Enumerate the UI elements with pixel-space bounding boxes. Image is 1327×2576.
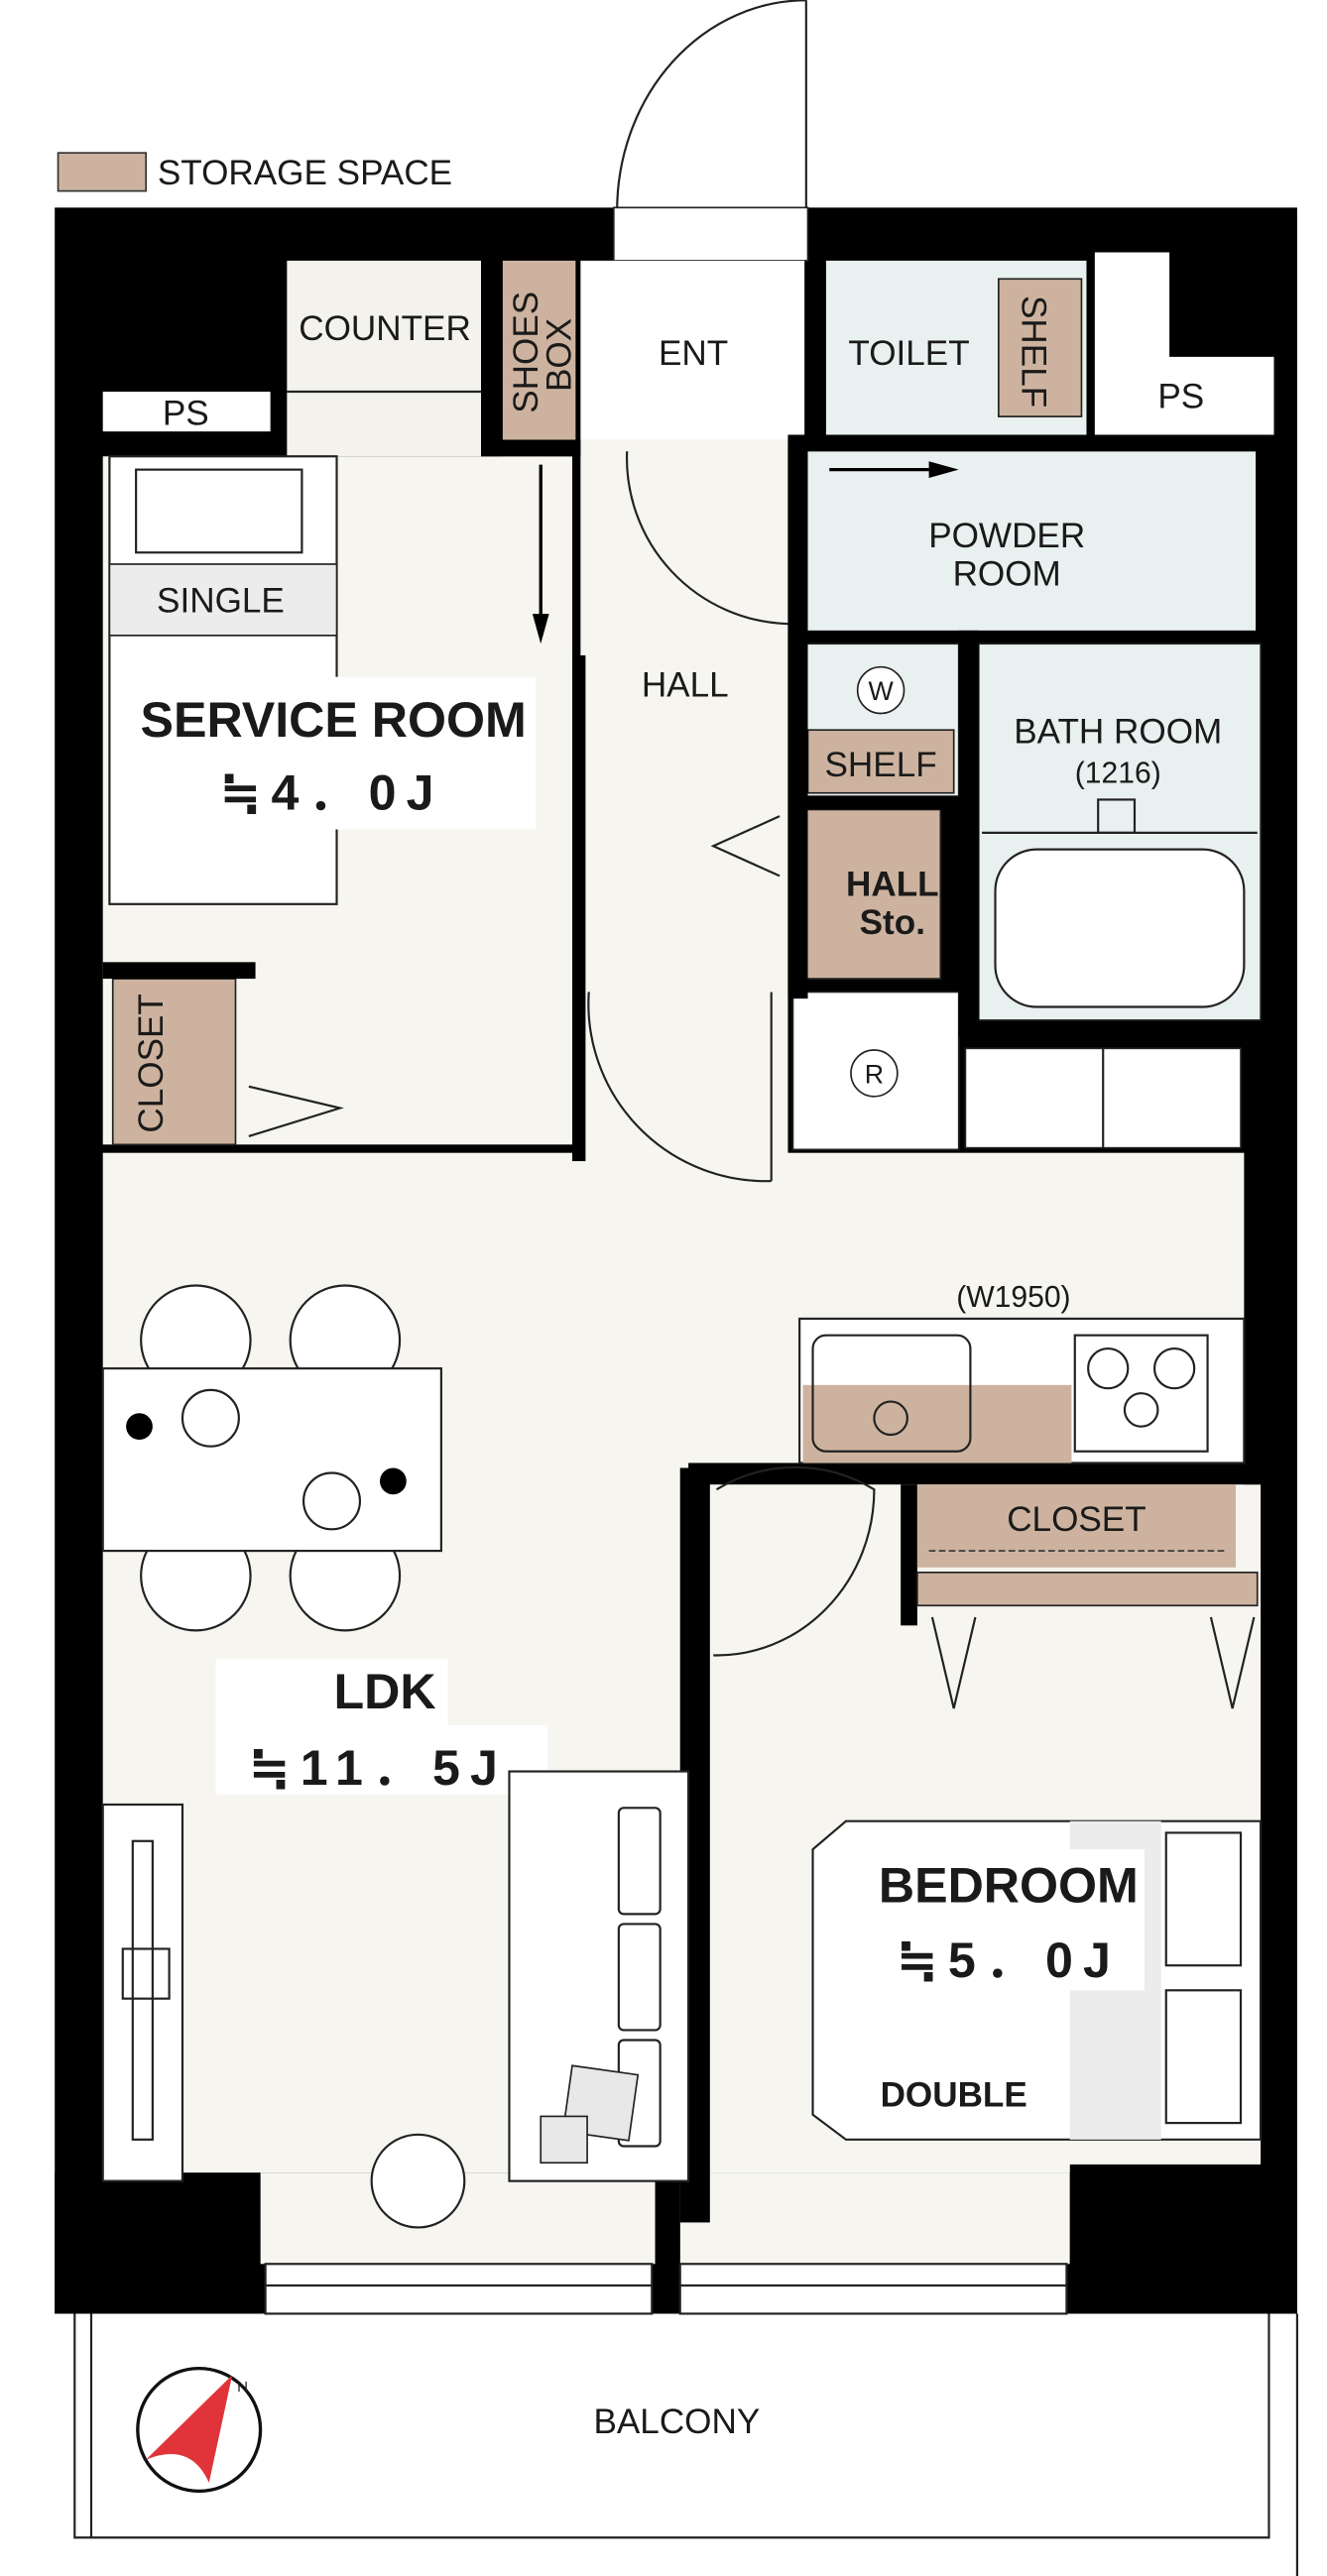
legend-swatch [57, 152, 148, 192]
ent-label: ENT [659, 334, 728, 373]
compass-icon: N [136, 2366, 263, 2494]
ps-right-label: PS [1157, 378, 1204, 416]
shelf [806, 729, 955, 794]
svg-text:N: N [237, 2379, 248, 2396]
ps-right [1094, 252, 1274, 435]
tv-unit [101, 1803, 184, 2182]
legend-label: STORAGE SPACE [158, 154, 452, 192]
entrance-door [616, 0, 807, 211]
hall-storage-label-1: HALL [846, 865, 939, 903]
fridge-label: R [865, 1059, 884, 1089]
bath-room-label: BATH ROOM [1014, 713, 1222, 752]
shoes-box-label-1: SHOES [507, 292, 545, 413]
bedroom-label: BEDROOM [879, 1858, 1139, 1914]
shoes-box [502, 260, 576, 440]
closet-left-label: CLOSET [132, 994, 171, 1132]
shelf-label: SHELF [825, 746, 937, 784]
hall-label: HALL [642, 666, 729, 705]
shoes-box-label-2: BOX [540, 318, 578, 392]
inner-walls [55, 260, 1297, 2314]
kitchen-width-label: (W1950) [956, 1281, 1070, 1314]
ps-left-label: PS [163, 394, 209, 432]
washer-label: W [868, 676, 894, 706]
washer-icon [856, 665, 905, 715]
balcony-label: BALCONY [593, 2402, 760, 2441]
entrance-sill [612, 206, 809, 262]
bath-size-label: (1216) [1075, 758, 1161, 790]
dining-set [101, 1284, 442, 1632]
closet-bedroom [916, 1484, 1237, 1568]
counter-label: COUNTER [299, 309, 471, 348]
legend: STORAGE SPACE [57, 152, 452, 192]
powder-room-label-1: POWDER [928, 517, 1085, 555]
closet-left [111, 978, 237, 1146]
hall-storage [803, 808, 942, 980]
hall-doors [532, 451, 959, 1657]
kitchen: (W1950) [798, 1281, 1246, 1464]
hall-storage-label-2: Sto. [860, 903, 925, 942]
balcony: BALCONY [73, 2313, 1298, 2576]
toilet-label: TOILET [848, 334, 969, 373]
powder-room-label-2: ROOM [953, 555, 1061, 594]
ldk-area: ≒11．5J [249, 1740, 508, 1796]
service-room-label: SERVICE ROOM [141, 692, 527, 748]
ldk-label: LDK [333, 1664, 435, 1719]
toilet-shelf-label: SHELF [1014, 295, 1052, 408]
round-table [370, 2133, 466, 2229]
windows [264, 2263, 1068, 2315]
bedroom-area: ≒5．0J [897, 1932, 1121, 1988]
closet-bedroom-label: CLOSET [1007, 1500, 1146, 1539]
service-room-area: ≒4．0J [219, 764, 443, 820]
double-bed-label: DOUBLE [881, 2075, 1027, 2114]
toilet-shelf [998, 278, 1083, 417]
ps-left [102, 392, 271, 432]
bathtub [982, 798, 1258, 1008]
single-bed-label: SINGLE [157, 581, 285, 620]
sofa [508, 1770, 690, 2182]
fridge-icon [850, 1049, 899, 1098]
